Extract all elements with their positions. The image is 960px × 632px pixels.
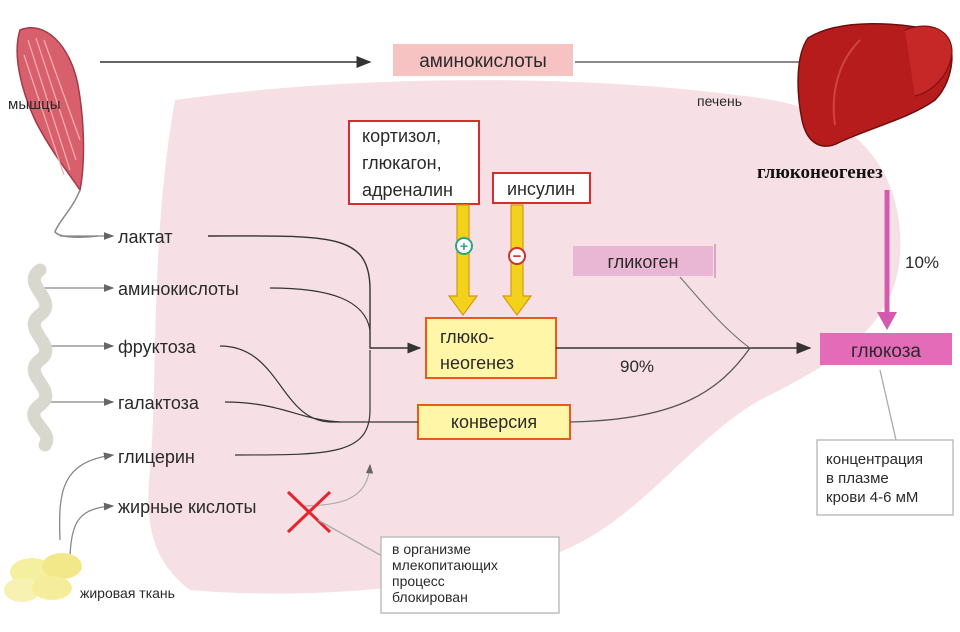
note-line-2: млекопитающих: [392, 557, 498, 573]
hormones-yellow-arrow: [447, 204, 479, 317]
glucose-box: [820, 333, 952, 365]
concentration-line-1: концентрация: [826, 451, 923, 468]
glycogen-label: гликоген: [608, 252, 679, 272]
gluconeogenesis-title: глюконеогенез: [757, 162, 883, 183]
gng-line-2: неогенез: [440, 353, 514, 373]
concentration-pointer: [879, 369, 897, 441]
intestine-icon: [27, 263, 54, 452]
liver-label: печень: [697, 93, 742, 109]
gng-box: [425, 317, 557, 379]
concentration-line-3: крови 4-6 мМ: [826, 489, 918, 506]
fructose-path: [219, 345, 418, 423]
hormone-glucagon: глюкагон,: [362, 153, 442, 173]
glycogen-connector: [679, 276, 751, 349]
concentration-box: [816, 439, 954, 516]
minus-marker: [508, 247, 526, 265]
muscle-icon: [16, 27, 99, 238]
note-pointer: [317, 519, 383, 557]
conversion-box: [417, 404, 571, 440]
source-amino: аминокислоты: [118, 279, 239, 299]
minus-sign: −: [513, 248, 522, 265]
fatty-acids-blocked-path: [299, 463, 374, 507]
conversion-connector: [569, 347, 751, 423]
glycerol-path: [234, 350, 371, 456]
source-lactate: лактат: [118, 227, 173, 247]
source-glycerol: глицерин: [118, 447, 195, 467]
amino-path: [269, 287, 371, 331]
glycogen-box: [573, 246, 713, 276]
pct-10-label: 10%: [905, 253, 939, 272]
note-line-1: в организме: [392, 541, 471, 557]
adipose-label: жировая ткань: [80, 585, 175, 601]
conversion-label: конверсия: [451, 412, 537, 432]
source-fructose: фруктоза: [118, 337, 197, 357]
note-line-3: процесс: [392, 573, 445, 589]
lactate-path: [207, 235, 422, 354]
blocked-cross-icon: [286, 490, 332, 534]
gng-line-1: глюко-: [440, 327, 494, 347]
insulin-box: [492, 172, 591, 204]
concentration-line-2: в плазме: [826, 470, 889, 487]
fat-tissue-icon: [4, 553, 82, 602]
amino-top-box: [393, 44, 573, 76]
hormone-cortisol: кортизол,: [362, 126, 441, 146]
hormones-box: [348, 120, 480, 205]
note-line-4: блокирован: [392, 589, 468, 605]
note-blocked-box: [380, 536, 560, 614]
hormone-adrenaline: адреналин: [362, 180, 453, 200]
galactose-path: [224, 401, 341, 423]
source-fatty-acids: жирные кислоты: [118, 497, 256, 517]
plus-sign: +: [460, 238, 468, 254]
muscles-label: мышцы: [8, 96, 61, 113]
source-galactose: галактоза: [118, 393, 200, 413]
pct-90-label: 90%: [620, 357, 654, 376]
liver-icon: [797, 23, 953, 147]
plus-marker: [455, 237, 473, 255]
sources: лактат аминокислоты фруктоза галактоза г…: [40, 227, 256, 556]
insulin-label: инсулин: [507, 179, 575, 199]
glucose-label: глюкоза: [851, 341, 921, 362]
amino-top-label: аминокислоты: [419, 51, 547, 72]
